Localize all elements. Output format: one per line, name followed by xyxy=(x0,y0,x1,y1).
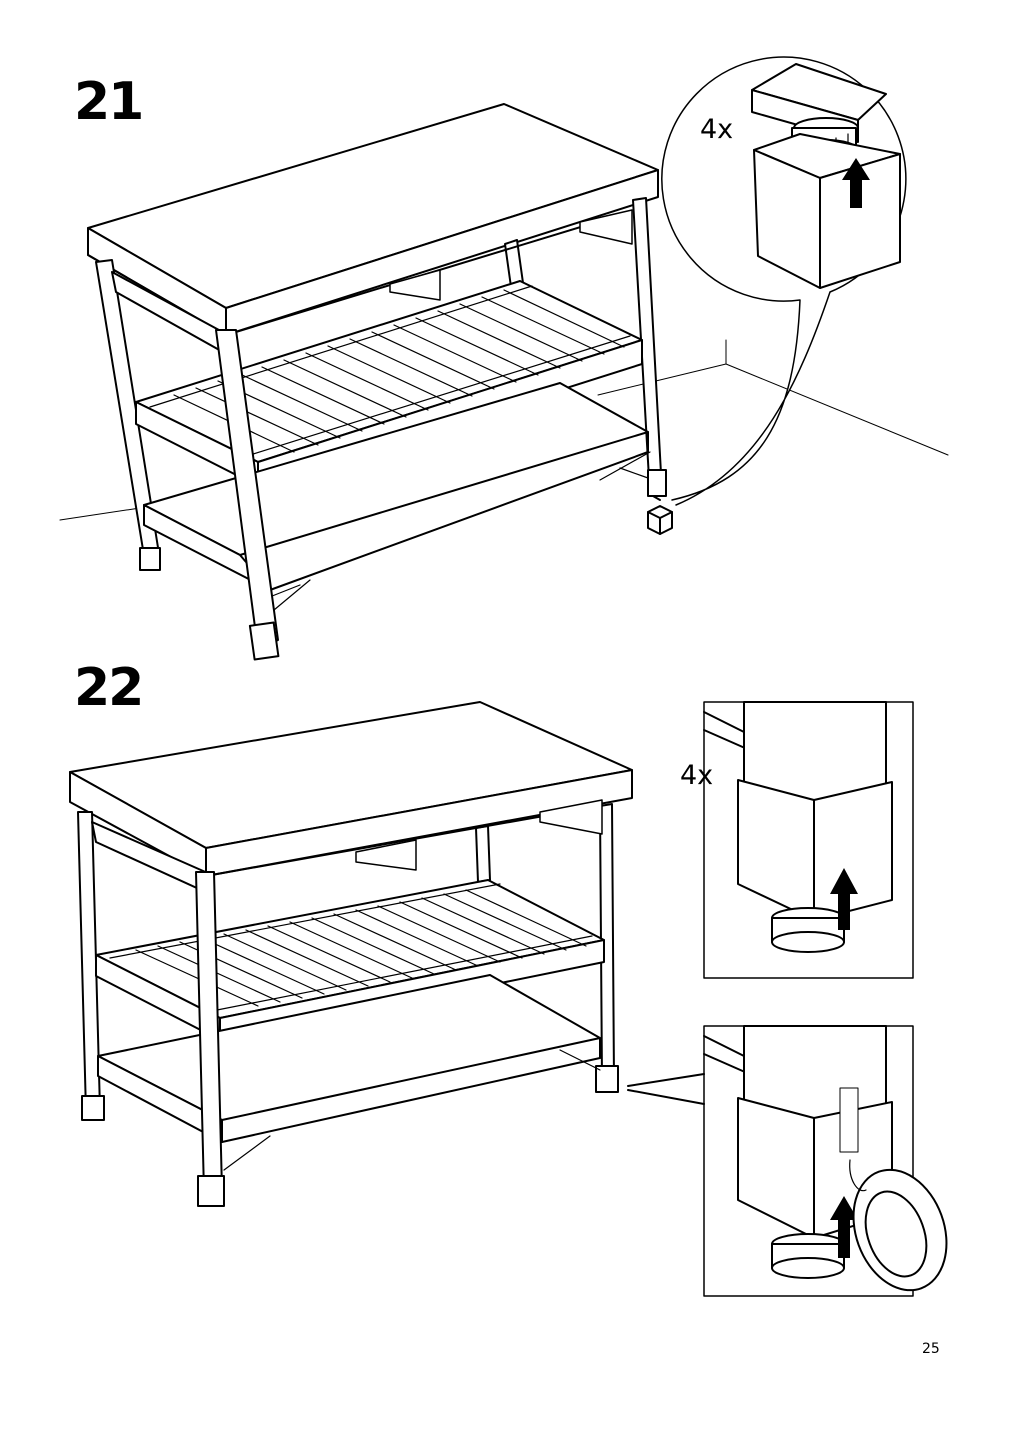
step-22-adjustable-foot-detail-2 xyxy=(704,1026,963,1303)
step-21-table-illustration xyxy=(60,104,948,659)
page-number: 25 xyxy=(922,1341,940,1357)
quantity-label-step-21: 4x xyxy=(700,114,734,145)
up-arrow-icon xyxy=(830,1196,858,1258)
up-arrow-icon xyxy=(830,868,858,930)
quantity-label-step-22: 4x xyxy=(680,760,714,791)
up-arrow-icon xyxy=(842,158,870,208)
step-number-21: 21 xyxy=(74,72,144,132)
step-22-table-illustration xyxy=(70,702,704,1206)
tape-roll-icon xyxy=(837,1157,962,1304)
step-number-22: 22 xyxy=(74,658,144,718)
step-22-adjustable-foot-detail-1 xyxy=(704,702,913,978)
step-21-foot-cap-detail xyxy=(662,57,906,505)
